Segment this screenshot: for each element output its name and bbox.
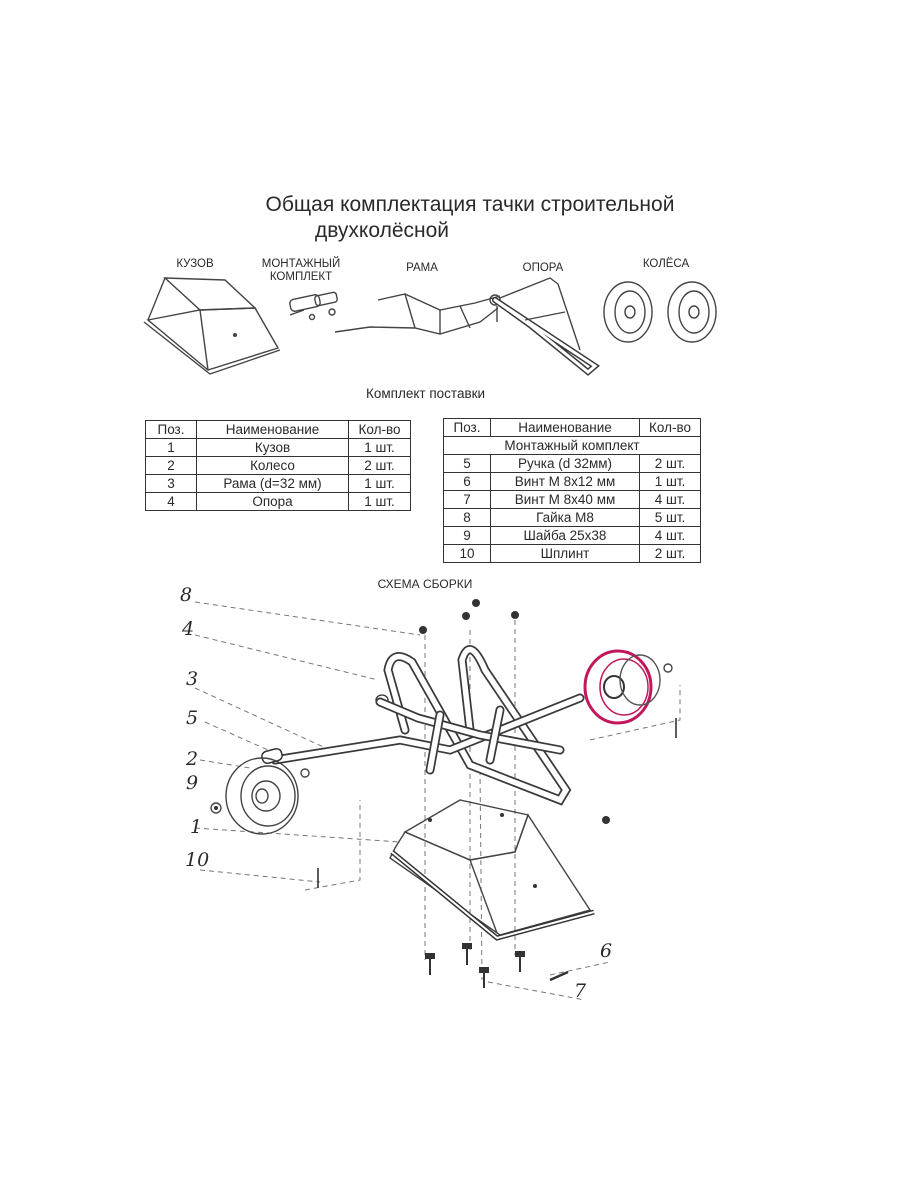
callout-10: 10 [185,849,210,871]
table-group-row: Монтажный комплект [443,436,701,455]
cell: Шплинт [490,544,640,563]
leader-lines [194,601,681,1001]
cell: Рама (d=32 мм) [196,474,349,493]
cell: 2 шт. [639,544,701,563]
col-pos: Поз. [443,418,491,437]
spec-table-kit: Поз. Наименование Кол-во Монтажный компл… [443,418,701,563]
cell: Винт М 8х12 мм [490,472,640,491]
cell: 3 [145,474,197,493]
page-subtitle: двухколёсной [314,219,450,242]
cell: 8 [443,508,491,527]
tub-part [389,799,595,941]
callout-6: 6 [600,940,613,962]
cell: Опора [196,492,349,511]
cell: 1 [145,438,197,457]
table-header-row: Поз. Наименование Кол-во [443,418,701,437]
col-qty: Кол-во [348,420,411,439]
tub-icon [143,277,281,375]
components-illustration [143,277,717,376]
component-label-support: ОПОРА [522,262,564,274]
screw-6-part [549,970,569,982]
cell: 4 шт. [639,490,701,509]
cell: 1 шт. [348,438,411,457]
callout-1: 1 [190,816,203,838]
support-part [375,645,572,806]
washer-part [210,802,222,814]
cell: 10 [443,544,491,563]
support-icon [492,277,600,376]
cell: 1 шт. [348,474,411,493]
cell: 2 шт. [639,454,701,473]
cell: 2 шт. [348,456,411,475]
cell: 6 [443,472,491,491]
component-label-body: КУЗОВ [176,258,214,270]
callout-7: 7 [574,980,587,1002]
cell: 9 [443,526,491,545]
callout-3: 3 [186,668,199,690]
cell: Кузов [196,438,349,457]
assembly-diagram [194,599,681,1001]
col-name: Наименование [196,420,349,439]
cell: Ручка (d 32мм) [490,454,640,473]
col-pos: Поз. [145,420,197,439]
cell: 2 [145,456,197,475]
cell: 5 шт. [639,508,701,527]
cell: 4 [145,492,197,511]
page-title: Общая комплектация тачки строительной [265,193,675,216]
callout-5: 5 [186,707,199,729]
frame-part [270,693,585,775]
col-qty: Кол-во [639,418,701,437]
component-label-frame: РАМА [406,262,438,274]
callout-8: 8 [180,584,193,606]
frame-icon [334,293,501,335]
callout-4: 4 [182,618,195,640]
cell: 1 шт. [639,472,701,491]
cell: Колесо [196,456,349,475]
screws-part [425,943,525,988]
callout-9: 9 [186,772,199,794]
cell: 5 [443,454,491,473]
cell: 1 шт. [348,492,411,511]
callout-2: 2 [186,748,199,770]
cotter-pins-part [317,718,677,888]
wheels-icon [603,281,717,343]
cell: Винт М 8х40 мм [490,490,640,509]
component-label-kit: МОНТАЖНЫЙ КОМПЛЕКТ [261,258,341,283]
col-name: Наименование [490,418,640,437]
cell: Шайба 25х38 [490,526,640,545]
cell: 4 шт. [639,526,701,545]
hardware-kit-icon [289,291,338,321]
right-wheel-part [583,649,673,725]
group-label: Монтажный комплект [443,436,701,455]
nuts-part [419,599,610,824]
delivery-title: Комплект поставки [366,386,486,401]
cell: Гайка М8 [490,508,640,527]
component-label-wheels: КОЛЁСА [642,258,690,270]
left-wheel-part [225,757,310,835]
assembly-title: СХЕМА СБОРКИ [377,577,473,591]
cell: 7 [443,490,491,509]
table-header-row: Поз. Наименование Кол-во [145,420,411,439]
